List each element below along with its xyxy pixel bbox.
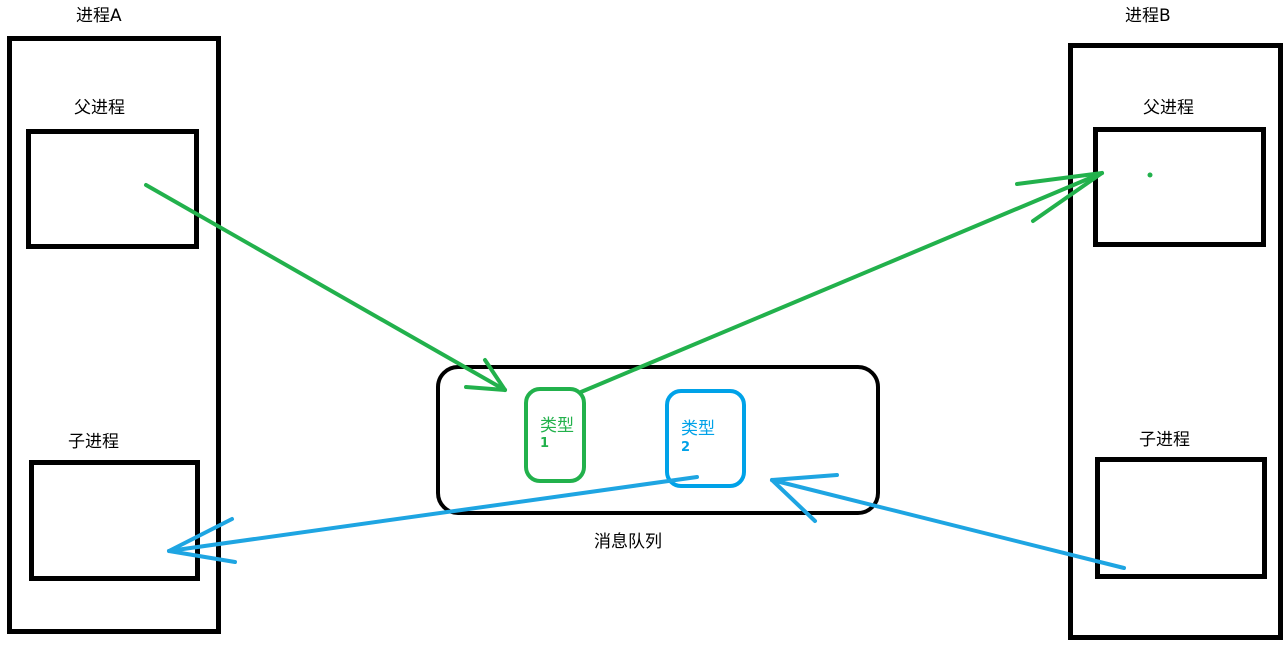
message-type-2-label: 类型 — [681, 419, 715, 440]
process-b-child-box — [1095, 457, 1267, 579]
process-a-title: 进程A — [76, 6, 122, 26]
process-a-parent-label: 父进程 — [74, 98, 125, 118]
message-queue-label: 消息队列 — [594, 532, 662, 552]
message-type-1-number: 1 — [540, 436, 550, 452]
process-a-parent-box — [26, 129, 199, 249]
message-type-2-number: 2 — [681, 439, 691, 455]
process-b-title: 进程B — [1125, 6, 1171, 26]
process-a-child-label: 子进程 — [68, 432, 119, 452]
process-b-child-label: 子进程 — [1139, 430, 1190, 450]
process-b-parent-label: 父进程 — [1143, 98, 1194, 118]
process-a-child-box — [29, 460, 200, 581]
message-type-1-label: 类型 — [540, 415, 574, 436]
message-queue — [436, 365, 880, 515]
message-type-2: 类型 2 — [665, 389, 746, 488]
arrow-queue-to-b-parent — [579, 171, 1104, 394]
message-type-1: 类型 1 — [524, 387, 586, 483]
process-b-parent-box — [1093, 127, 1266, 247]
